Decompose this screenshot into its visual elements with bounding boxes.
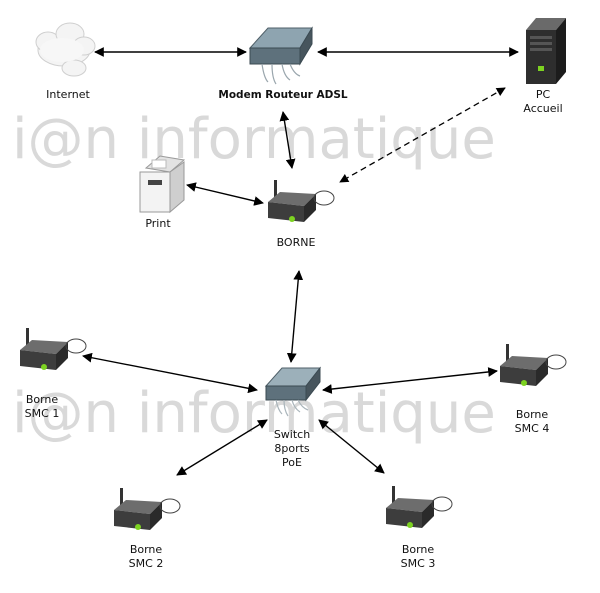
label-borne: BORNE xyxy=(276,236,316,249)
label-switch-line2: 8ports xyxy=(274,442,310,455)
link-smc1-switch xyxy=(82,352,258,394)
link-pc-borne xyxy=(339,87,506,183)
link-borne-switch xyxy=(286,270,304,363)
label-print: Print xyxy=(145,217,171,230)
link-print-borne xyxy=(186,182,264,206)
link-smc2-switch xyxy=(176,419,268,476)
label-pc: PC Accueil xyxy=(523,88,562,116)
label-smc1-line2: SMC 1 xyxy=(24,407,60,420)
label-switch-line3: PoE xyxy=(282,456,302,469)
cloud-icon xyxy=(35,22,96,77)
access-point-smc4 xyxy=(500,344,567,386)
access-point-smc3 xyxy=(386,486,453,528)
access-point-smc1 xyxy=(20,328,87,370)
label-smc2-line1: Borne xyxy=(129,543,163,556)
router-icon xyxy=(248,26,313,85)
label-smc4-line1: Borne xyxy=(515,408,549,421)
link-smc4-switch xyxy=(322,367,498,394)
server-tower-icon xyxy=(526,18,566,84)
label-smc3-line1: Borne xyxy=(401,543,435,556)
label-smc3: Borne SMC 3 xyxy=(401,543,436,571)
label-smc2: Borne SMC 2 xyxy=(129,543,164,571)
label-pc-line1: PC xyxy=(535,88,551,101)
label-smc4-line2: SMC 4 xyxy=(514,422,550,435)
link-smc3-switch xyxy=(318,419,385,474)
label-modem: Modem Routeur ADSL xyxy=(218,89,348,101)
label-smc2-line2: SMC 2 xyxy=(128,557,164,570)
access-point-smc2 xyxy=(114,488,181,530)
switch-icon xyxy=(264,366,322,417)
label-smc4: Borne SMC 4 xyxy=(515,408,550,436)
printer-icon xyxy=(139,155,186,214)
label-switch: Switch 8ports PoE xyxy=(274,428,310,470)
access-point-borne xyxy=(268,180,335,222)
label-internet: Internet xyxy=(46,88,90,101)
label-smc1: Borne SMC 1 xyxy=(25,393,60,421)
label-pc-line2: Accueil xyxy=(523,102,563,115)
label-switch-line1: Switch xyxy=(273,428,311,441)
label-smc3-line2: SMC 3 xyxy=(400,557,436,570)
link-modem-borne xyxy=(279,111,296,169)
label-smc1-line1: Borne xyxy=(25,393,59,406)
